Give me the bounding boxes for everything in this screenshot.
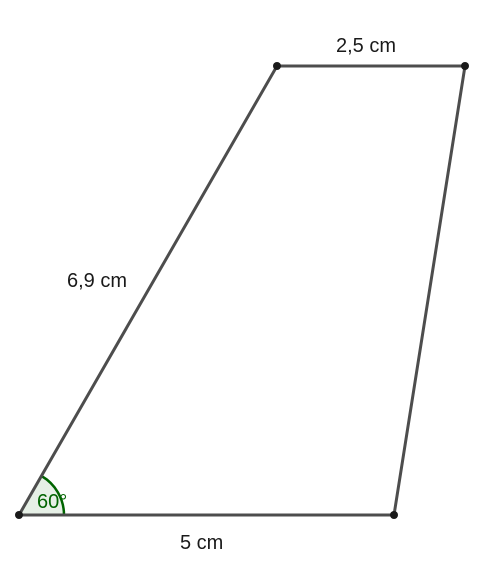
top-side-label: 2,5 cm xyxy=(336,35,396,57)
angle-marker-arc xyxy=(40,474,66,516)
vertex-top-left xyxy=(273,62,281,70)
right-side xyxy=(392,64,467,517)
vertex-top-right xyxy=(461,62,469,70)
vertex-bottom-left xyxy=(15,511,23,519)
left-side xyxy=(17,64,279,517)
bottom-side-label: 5 cm xyxy=(180,532,223,554)
angle-label: 60° xyxy=(37,491,67,513)
vertex-bottom-right xyxy=(390,511,398,519)
left-side-label: 6,9 cm xyxy=(67,270,127,292)
